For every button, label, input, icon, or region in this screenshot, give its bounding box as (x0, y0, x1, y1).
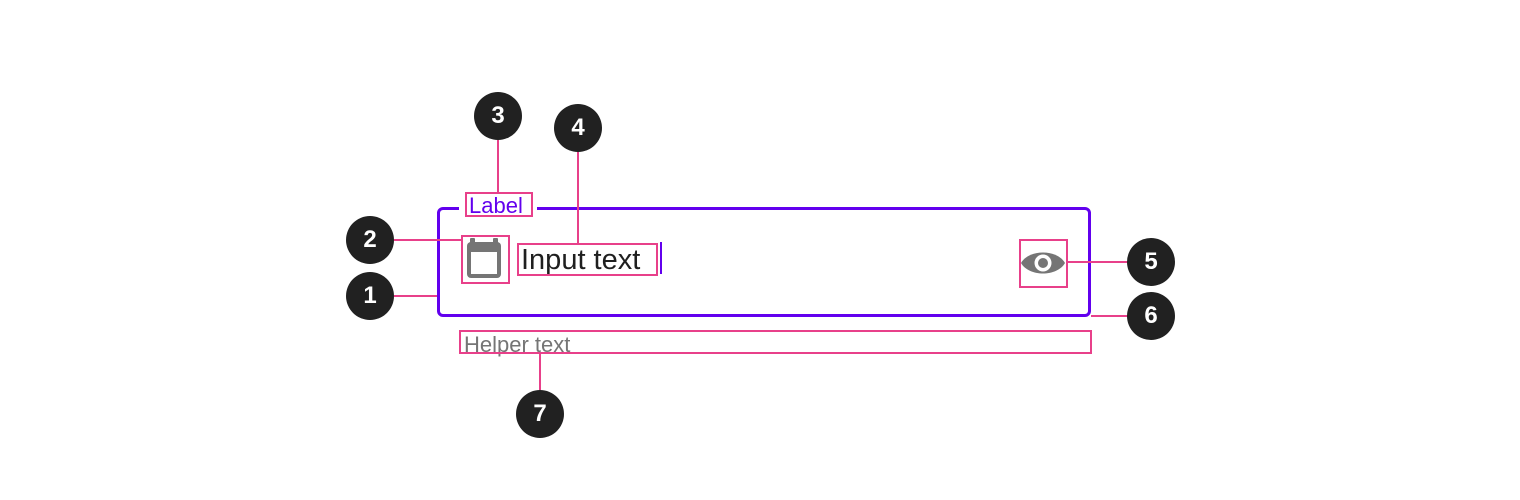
marker-2: 2 (346, 216, 394, 264)
calendar-icon (467, 238, 501, 278)
marker-6: 6 (1127, 292, 1175, 340)
field-label: Label (469, 193, 523, 218)
marker-4: 4 (554, 104, 602, 152)
marker-7: 7 (516, 390, 564, 438)
marker-1: 1 (346, 272, 394, 320)
text-cursor (660, 242, 662, 274)
helper-text: Helper text (464, 332, 571, 357)
input-text[interactable]: Input text (521, 244, 641, 276)
eye-icon[interactable] (1020, 247, 1066, 279)
marker-3: 3 (474, 92, 522, 140)
marker-5: 5 (1127, 238, 1175, 286)
